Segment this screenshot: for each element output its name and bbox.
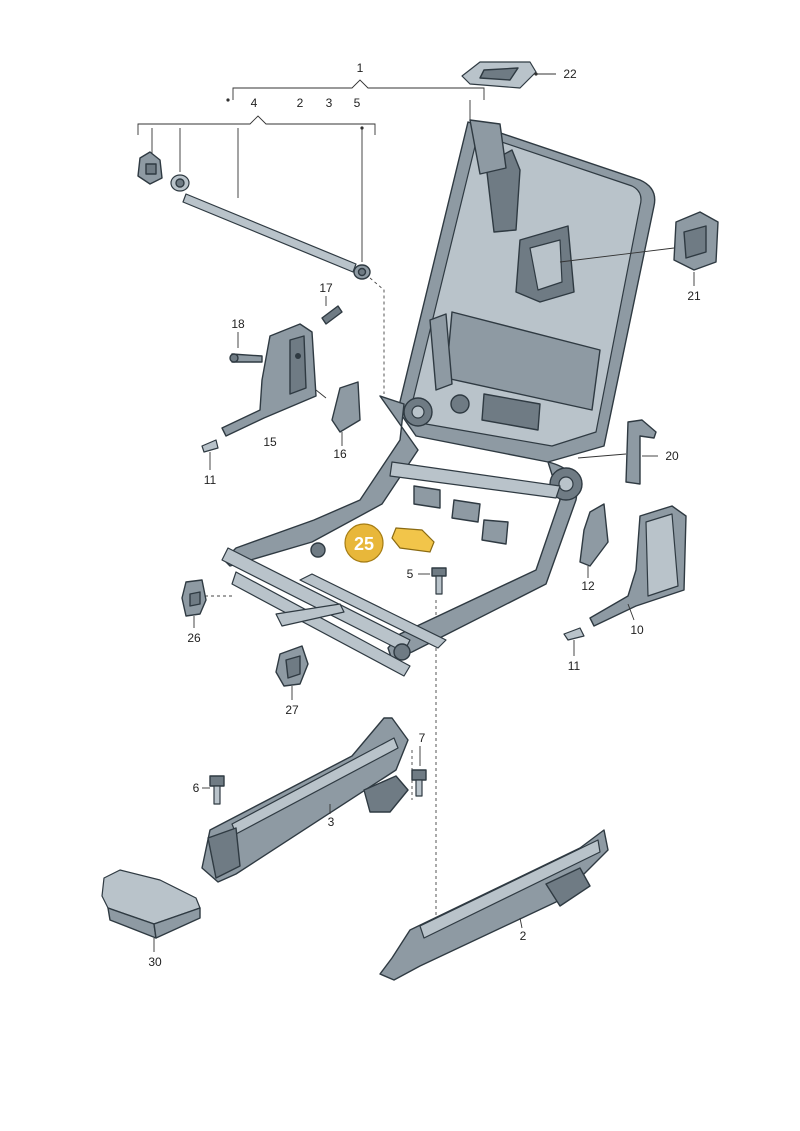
callout-22: 22 bbox=[563, 67, 577, 81]
top-bracket bbox=[137, 79, 485, 262]
part-7-bolt bbox=[411, 746, 427, 797]
callout-20: 20 bbox=[665, 449, 679, 463]
part-10-side-cover bbox=[589, 505, 687, 627]
callout-4: 4 bbox=[251, 96, 258, 110]
callout-16: 16 bbox=[333, 447, 347, 461]
callout-6: 6 bbox=[193, 781, 200, 795]
callout-26: 26 bbox=[187, 631, 201, 645]
callout-27: 27 bbox=[285, 703, 299, 717]
part-6-bolt bbox=[202, 775, 225, 805]
callout-12: 12 bbox=[581, 579, 595, 593]
part-4-rod-assembly bbox=[137, 151, 371, 280]
part-22-cover bbox=[461, 61, 556, 89]
callout-11-right: 11 bbox=[568, 659, 581, 673]
callout-5: 5 bbox=[354, 96, 361, 110]
part-21-latch bbox=[559, 211, 719, 286]
part-16-bracket bbox=[331, 381, 361, 446]
part-11-right-pin bbox=[563, 627, 585, 656]
part-30-cover bbox=[101, 869, 201, 952]
part-17-clip bbox=[321, 296, 343, 325]
callout-3: 3 bbox=[326, 96, 333, 110]
callout-labels: 1 22 4 2 3 5 21 17 18 15 16 11 20 5 12 1… bbox=[148, 61, 701, 969]
callout-25-badge bbox=[344, 523, 384, 563]
part-15-side-panel bbox=[221, 323, 327, 437]
callout-15: 15 bbox=[263, 435, 277, 449]
callout-10: 10 bbox=[630, 623, 644, 637]
part-20-trim bbox=[577, 419, 658, 485]
callout-3-rail: 3 bbox=[328, 815, 335, 829]
part-25-highlighted: 25 bbox=[344, 523, 435, 563]
callout-5-bolt: 5 bbox=[407, 567, 414, 581]
callout-7: 7 bbox=[419, 731, 426, 745]
part-11-left-pin bbox=[201, 439, 219, 470]
seat-cushion-frame bbox=[221, 395, 583, 677]
part-2-seat-rail bbox=[379, 829, 609, 981]
callout-17: 17 bbox=[319, 281, 333, 295]
callout-18: 18 bbox=[231, 317, 245, 331]
callout-25-label: 25 bbox=[354, 534, 374, 554]
callout-11: 11 bbox=[204, 473, 217, 487]
part-3-seat-rail bbox=[201, 717, 409, 883]
callout-2-rail: 2 bbox=[520, 929, 527, 943]
callout-2: 2 bbox=[297, 96, 304, 110]
backrest-frame bbox=[397, 119, 656, 463]
part-12-trim bbox=[579, 503, 609, 578]
part-5-bolt bbox=[418, 567, 447, 595]
callout-21: 21 bbox=[687, 289, 701, 303]
part-18-pin bbox=[229, 332, 263, 363]
part-26-bracket bbox=[181, 579, 207, 628]
callout-1: 1 bbox=[357, 61, 364, 75]
callout-30: 30 bbox=[148, 955, 162, 969]
part-27-latch bbox=[275, 645, 309, 700]
